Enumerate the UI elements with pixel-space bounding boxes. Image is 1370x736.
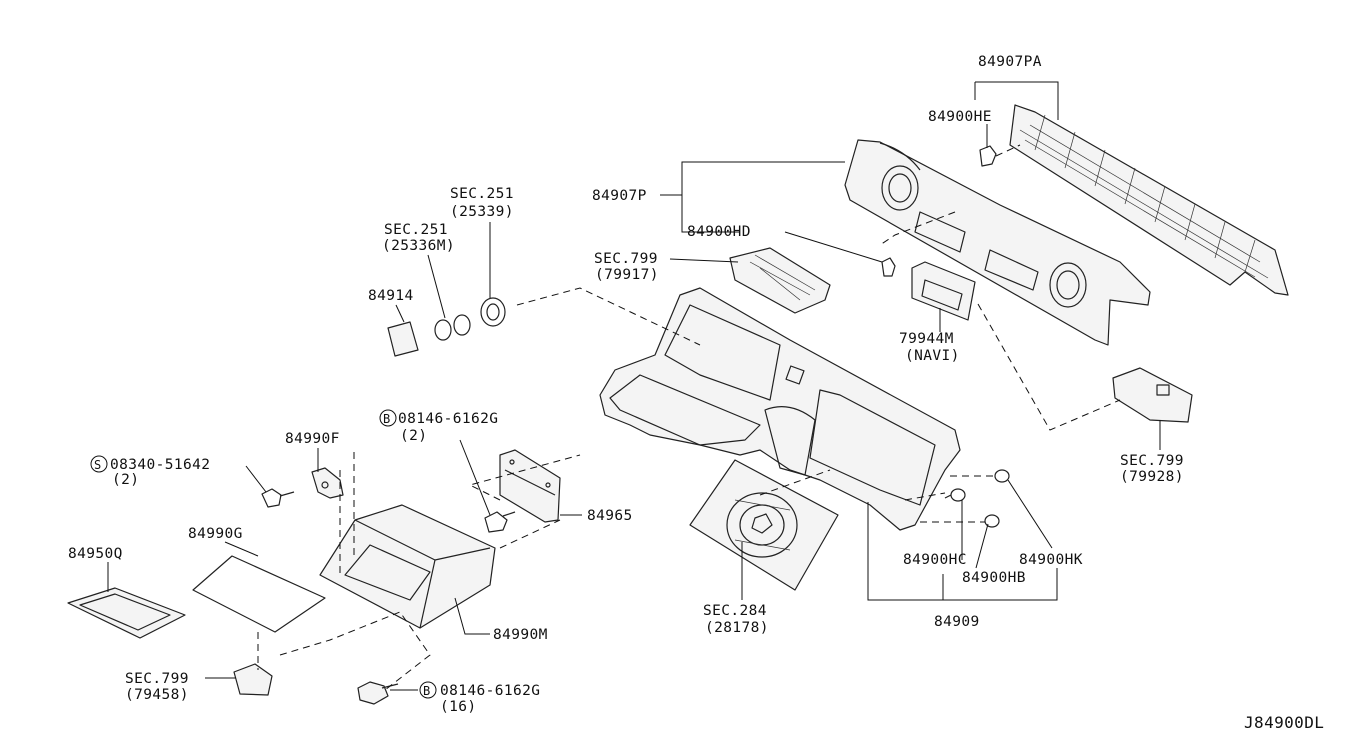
callout-84907p: 84907P	[592, 188, 647, 204]
module-79917	[729, 247, 831, 314]
callout-bolt-b2-qty: (16)	[440, 699, 477, 715]
leader-lines	[107, 81, 1161, 691]
dashed-assembly-lines	[257, 211, 1121, 691]
part-79928	[1112, 367, 1193, 423]
mat-84990g	[192, 555, 326, 633]
callout-84990g: 84990G	[188, 526, 243, 542]
callout-84914: 84914	[368, 288, 414, 304]
clip-84900hk	[994, 469, 1010, 483]
part-25336m	[434, 314, 471, 341]
callout-sec799-c-sub: (79458)	[125, 687, 189, 703]
diagram-code: J84900DL	[1244, 713, 1324, 732]
part-79458	[233, 663, 273, 696]
part-25339	[480, 297, 506, 327]
callout-sec284: SEC.284	[703, 603, 767, 619]
screw-symbol-s	[90, 455, 108, 473]
callout-sec799-b: SEC.799	[1120, 453, 1184, 469]
callout-bolt-b1-qty: (2)	[400, 428, 427, 444]
callout-79944m: 79944M	[899, 331, 954, 347]
bolt-symbol-b-lower-letter: B	[423, 684, 431, 698]
callout-84909: 84909	[934, 614, 980, 630]
callout-sec251-a-sub: (25339)	[450, 204, 514, 220]
callout-bolt-b1: 08146-6162G	[398, 411, 498, 427]
callout-84950q: 84950Q	[68, 546, 123, 562]
callout-sec799-b-sub: (79928)	[1120, 469, 1184, 485]
clip-84900hd	[881, 257, 896, 277]
dash-center-frame	[599, 287, 961, 531]
callout-screw-s: 08340-51642	[110, 457, 210, 473]
clip-84900he	[979, 144, 1021, 167]
bracket-84965	[499, 449, 561, 523]
clip-84900hc	[944, 488, 966, 502]
callout-bolt-b2: 08146-6162G	[440, 683, 540, 699]
screw-symbol-s-letter: S	[94, 458, 102, 472]
callout-84900hb: 84900HB	[962, 570, 1026, 586]
callout-sec284-sub: (28178)	[705, 620, 769, 636]
part-84914	[387, 321, 419, 357]
speaker-28178	[689, 459, 839, 591]
bolt-symbol-b-lower	[419, 681, 437, 699]
callout-84900hk: 84900HK	[1019, 552, 1083, 568]
callout-84900hd: 84900HD	[687, 224, 751, 240]
bolt-lower	[357, 681, 399, 705]
callout-84990f: 84990F	[285, 431, 340, 447]
callout-sec251-b-sub: (25336M)	[382, 238, 455, 254]
finisher-panel	[844, 139, 1151, 346]
bolt-upper	[484, 511, 516, 533]
callout-84907pa: 84907PA	[978, 54, 1042, 70]
callout-sec799-a-sub: (79917)	[595, 267, 659, 283]
screw-08340	[261, 488, 295, 508]
callout-84965: 84965	[587, 508, 633, 524]
callout-sec799-c: SEC.799	[125, 671, 189, 687]
callout-84990m: 84990M	[493, 627, 548, 643]
bracket-84990f	[311, 467, 344, 499]
callout-84900he: 84900HE	[928, 109, 992, 125]
clip-84900hb	[984, 514, 1000, 528]
callout-79944m-sub: (NAVI)	[905, 348, 960, 364]
callout-sec251-b: SEC.251	[384, 222, 448, 238]
storage-box	[319, 504, 496, 629]
callout-84900hc: 84900HC	[903, 552, 967, 568]
rear-board-panel	[1009, 104, 1289, 296]
tray-84950q	[67, 587, 186, 639]
callout-sec251-a: SEC.251	[450, 186, 514, 202]
bolt-symbol-b-upper	[379, 409, 397, 427]
callout-sec799-a: SEC.799	[594, 251, 658, 267]
callout-screw-s-qty: (2)	[112, 472, 139, 488]
navi-unit	[911, 261, 976, 321]
bolt-symbol-b-upper-letter: B	[383, 412, 391, 426]
